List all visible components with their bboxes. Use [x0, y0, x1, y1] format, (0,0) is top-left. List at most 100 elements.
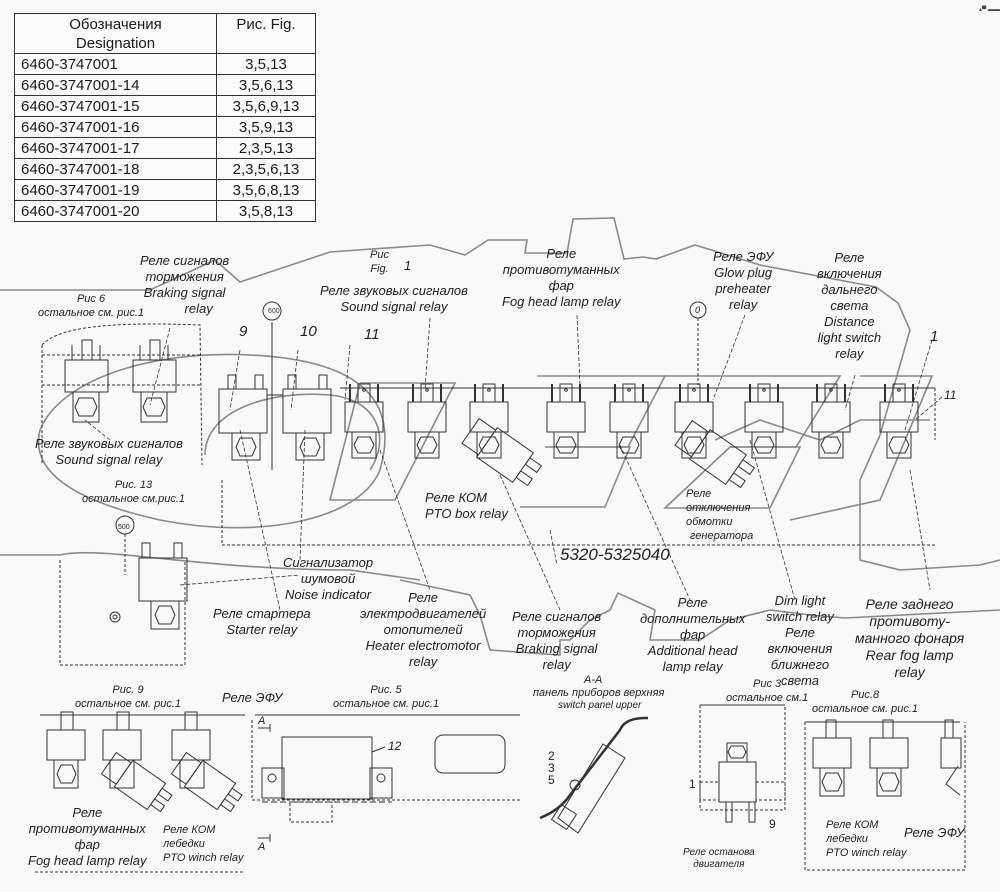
section-a-top: A [258, 715, 266, 727]
label-line: включения [767, 641, 833, 656]
label-line: Реле сигналов [140, 253, 230, 268]
fig3-title-line: Рис 3 [753, 678, 782, 690]
label-line: Реле [686, 488, 712, 500]
designation-table: Обозначения Designation Рис. Fig. 6460-3… [14, 13, 316, 222]
label-line: Fog head lamp relay [28, 853, 147, 868]
label-line: PTO winch relay [163, 852, 244, 864]
fig1-ref-ru: Рис [370, 249, 389, 261]
label-line: электродвигателей [360, 606, 487, 621]
designation-cell: 6460-3747001-20 [14, 200, 217, 222]
fig9-efu-label: Реле ЭФУ [222, 690, 283, 705]
circle-600-text: 600 [268, 308, 280, 315]
item-number-5: 5 [548, 773, 555, 787]
item-number-12: 12 [388, 739, 402, 753]
label-line: Sound signal relay [55, 452, 163, 467]
label-line: двигателя [693, 859, 745, 870]
label-line: Heater electromotor [365, 638, 481, 653]
relay-7 [744, 383, 784, 459]
label-line: Реле [408, 590, 439, 605]
label-line: Distance [824, 314, 875, 329]
label-line: PTO box relay [425, 506, 508, 521]
header-designation-en: Designation [75, 35, 156, 52]
relay-9 [218, 374, 268, 461]
label-starter-relay: Реле стартера Starter relay [213, 606, 311, 638]
label-line: Реле [834, 250, 865, 265]
label-line: шумовой [300, 571, 356, 586]
label-pto-box-relay: Реле КОМ PTO box relay [425, 490, 508, 522]
header-figure-label: Рис. Fig. [236, 16, 296, 33]
fig9-title-line: Рис. 9 [112, 684, 144, 696]
fig9-title-line: остальное см. рис.1 [75, 698, 182, 710]
fig13-panel [59, 515, 188, 666]
figures-cell: 3,5,8,13 [216, 200, 316, 222]
fig1-ref-en: Fig. [370, 263, 389, 275]
label-line: Rear fog lamp [865, 647, 954, 663]
figures-cell: 2,3,5,6,13 [216, 158, 316, 180]
label-line: торможения [145, 269, 224, 284]
label-line: Реле сигналов [512, 609, 602, 624]
label-line: Реле КОМ [425, 490, 487, 505]
designation-cell: 6460-3747001-19 [14, 179, 217, 201]
label-line: света [830, 298, 869, 313]
label-line: switch relay [766, 609, 834, 624]
fig13-title-line: остальное см.рис.1 [82, 493, 185, 505]
header-designation: Обозначения Designation [14, 13, 217, 54]
label-line: Реле останова [683, 847, 755, 858]
label-line: Braking signal [515, 641, 598, 656]
label-line: манного фонаря [855, 630, 965, 646]
designation-cell: 6460-3747001-16 [14, 116, 217, 138]
label-line: Noise indicator [285, 587, 372, 602]
label-line: Реле стартера [213, 606, 311, 621]
label-line: preheater [715, 281, 771, 296]
relay-2 [407, 383, 447, 459]
section-aa-title: A-A [584, 674, 603, 686]
relay-8 [811, 383, 851, 459]
fig6-title-line: Рис 6 [76, 293, 106, 305]
label-line: Реле заднего [865, 596, 954, 612]
label-line: света [780, 673, 819, 688]
section-aa-label-en: switch panel upper [558, 700, 642, 711]
label-line: PTO winch relay [826, 847, 907, 859]
label-rear-fog-lamp-relay: Реле заднего противоту- манного фонаря R… [855, 596, 964, 681]
label-line: Реле [785, 625, 815, 640]
label-line: Additional head [647, 643, 738, 658]
label-line: Fog head lamp relay [502, 294, 621, 309]
fig6-panel [41, 323, 203, 466]
label-line: Реле [546, 246, 577, 261]
label-braking-signal-relay-top: Реле сигналов торможения Braking signal … [140, 253, 229, 317]
label-generator-winding-relay: Реле отключения обмотки генератора [686, 487, 753, 543]
item-number-1: 1 [930, 328, 939, 345]
fig8-pto-winch-label: Реле КОМ лебедки PTO winch relay [826, 818, 907, 860]
fig3-engine-stop-relay-label: Реле останова двигателя [683, 847, 755, 871]
label-dim-light-relay: Dim light switch relay Реле включения бл… [766, 593, 834, 689]
section-a-bottom: A [258, 841, 266, 853]
label-line: фар [548, 278, 574, 293]
label-line: фар [679, 627, 706, 642]
fig13-title: Рис. 13 остальное см.рис.1 [82, 478, 185, 506]
fig9-fog-head-lamp-label: Реле противотуманных фар Fog head lamp r… [28, 805, 147, 869]
label-line: relay [184, 301, 213, 316]
fig8-title-line: Рис.8 [850, 689, 880, 701]
label-line: Dim light [774, 593, 826, 608]
label-noise-indicator: Сигнализатор шумовой Noise indicator [283, 555, 373, 603]
label-line: фар [74, 837, 100, 852]
main-relay-row [344, 383, 919, 459]
relay-4 [546, 383, 586, 459]
label-line: Реле ЭФУ [713, 249, 774, 264]
fig9-title: Рис. 9 остальное см. рис.1 [75, 683, 181, 711]
generator-winding-relay [674, 419, 756, 489]
label-line: Реле [677, 595, 708, 610]
label-sound-signal-relay-top: Реле звуковых сигналов Sound signal rela… [320, 283, 468, 315]
relay-1 [344, 383, 384, 459]
label-line: противотуманных [502, 262, 620, 277]
fig3-title-line: остальное см.1 [726, 692, 809, 704]
item-number-9: 9 [239, 323, 248, 340]
label-line: lamp relay [662, 659, 723, 674]
label-line: Реле [72, 805, 103, 820]
figures-cell: 3,5,6,13 [216, 74, 316, 96]
